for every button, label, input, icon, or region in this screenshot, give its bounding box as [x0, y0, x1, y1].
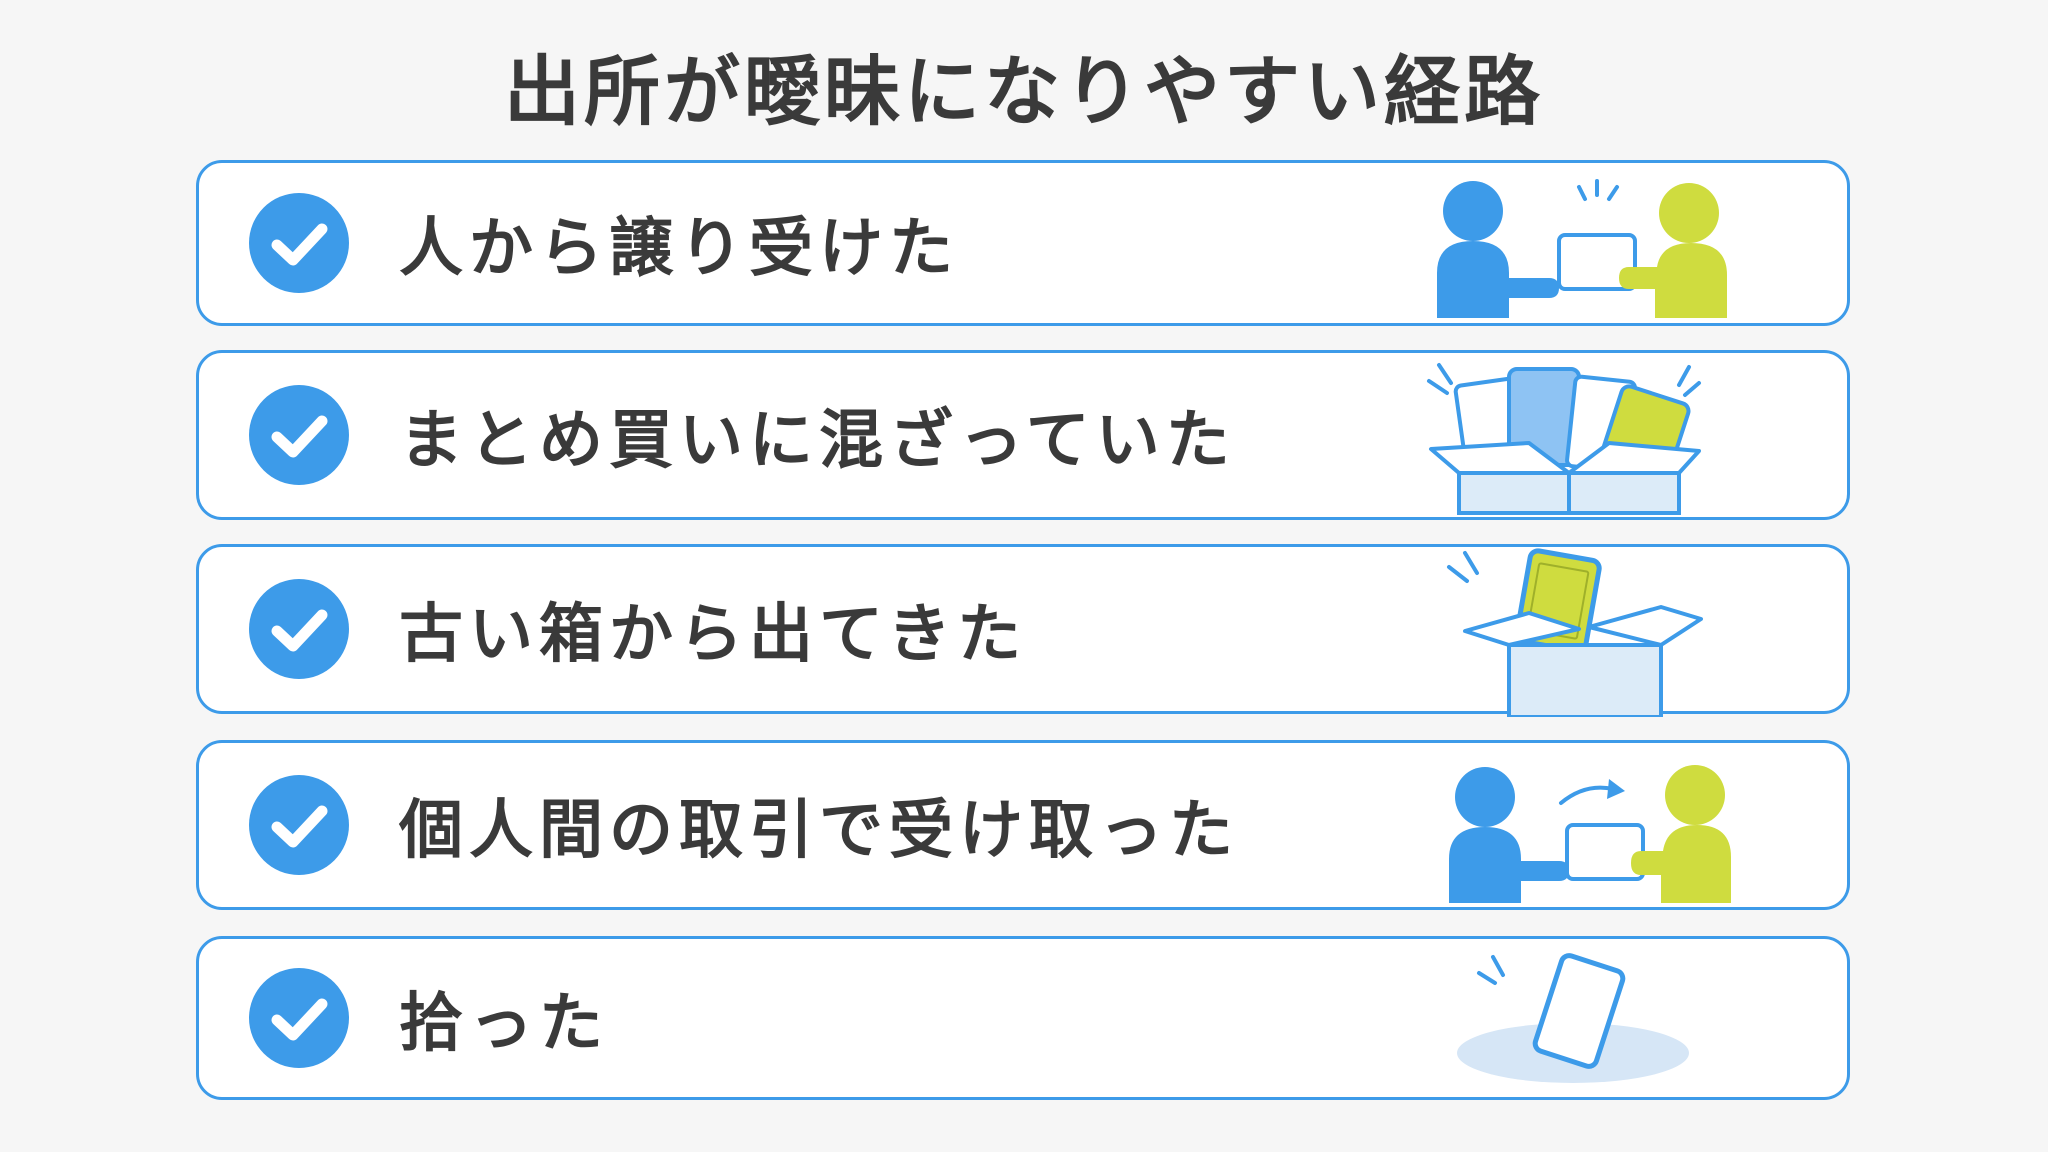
item-label: 個人間の取引で受け取った	[399, 794, 1239, 868]
card-on-ground-icon	[1457, 953, 1689, 1083]
box-with-cards-icon	[1427, 363, 1701, 515]
item-label: まとめ買いに混ざっていた	[399, 404, 1236, 478]
list-item-handover: 人から譲り受けた	[196, 160, 1850, 326]
check-icon	[249, 579, 349, 679]
hand-over-card-icon	[1437, 179, 1727, 318]
check-icon	[249, 968, 349, 1068]
check-icon	[249, 193, 349, 293]
check-icon	[249, 775, 349, 875]
item-label: 人から譲り受けた	[399, 212, 959, 286]
card-from-old-box-icon	[1447, 548, 1703, 717]
page-title: 出所が曖昧になりやすい経路	[504, 47, 1544, 136]
person-to-person-trade-icon	[1449, 765, 1731, 903]
list-item-old-box: 古い箱から出てきた	[196, 544, 1850, 717]
list-item-picked-up: 拾った	[196, 936, 1850, 1100]
list-item-personal-trade: 個人間の取引で受け取った	[196, 740, 1850, 910]
item-label: 拾った	[399, 987, 609, 1061]
check-icon	[249, 385, 349, 485]
list-item-bulk-purchase: まとめ買いに混ざっていた	[196, 350, 1850, 520]
item-label: 古い箱から出てきた	[399, 598, 1028, 672]
